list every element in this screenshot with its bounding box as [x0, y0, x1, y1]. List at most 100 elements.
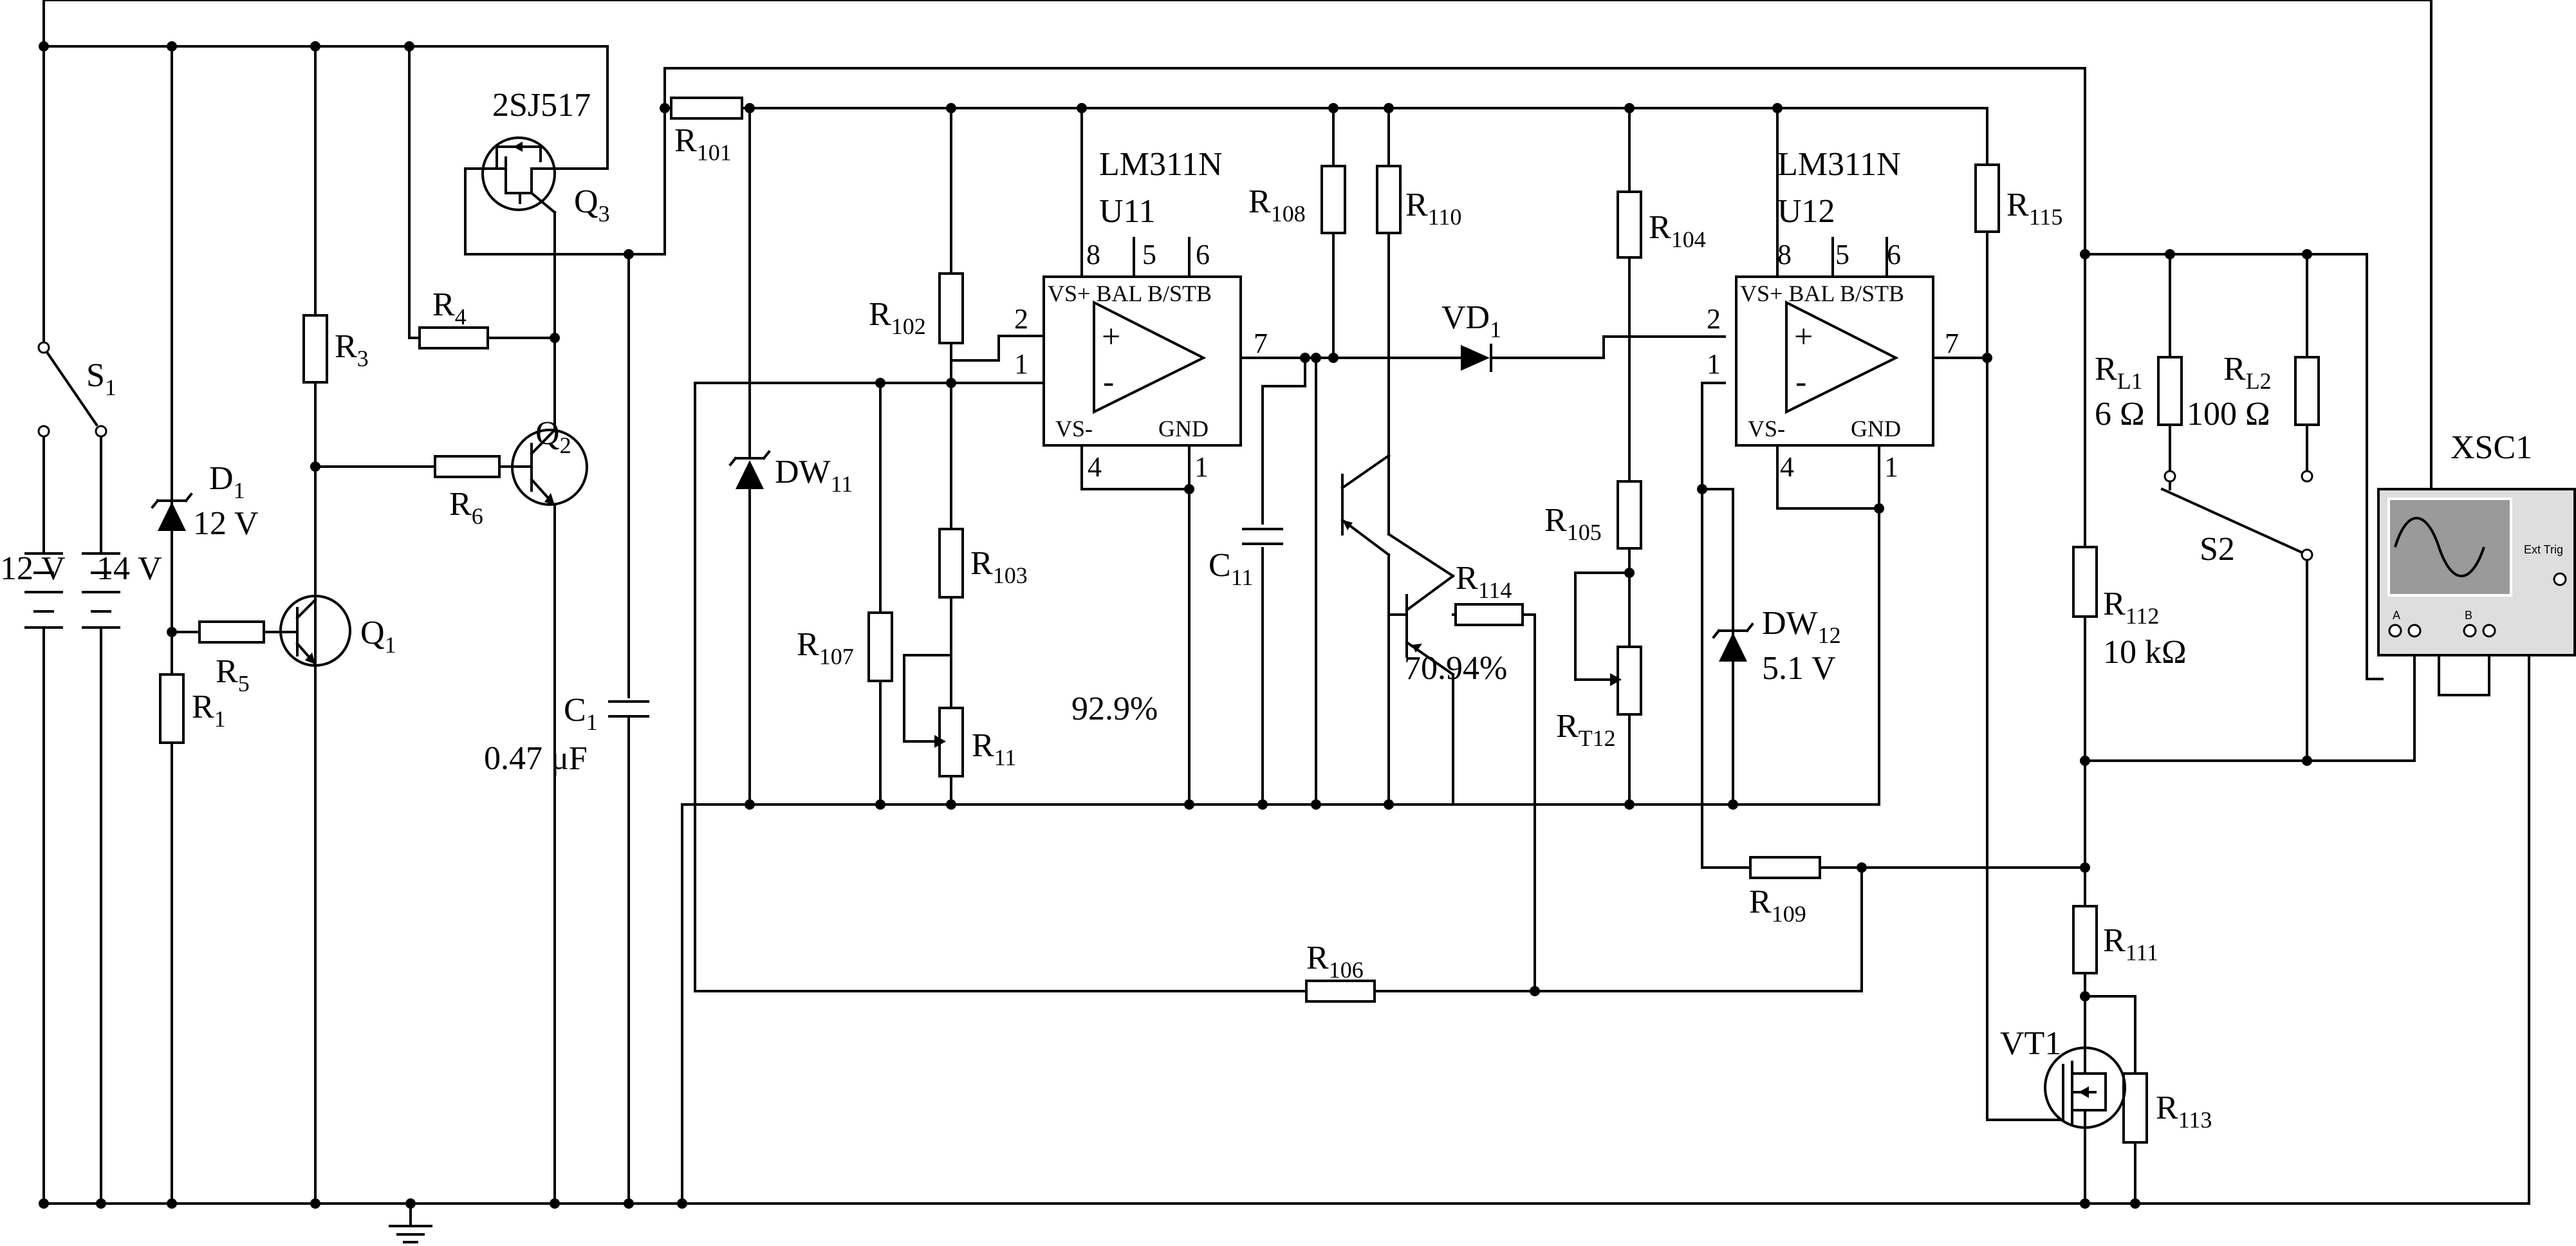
value-dw12: 5.1 V	[1762, 650, 1836, 687]
channel-a-negative-terminal[interactable]	[2407, 624, 2422, 638]
value-d1: 12 V	[193, 505, 259, 542]
r114-percent: 70.94%	[1404, 650, 1507, 687]
oscilloscope-xsc1[interactable]: XSC1 Ext Trig A B	[2377, 429, 2576, 656]
transistor-q1: Q1	[279, 595, 396, 667]
scope-screen	[2387, 497, 2512, 597]
svg-text:GND: GND	[1851, 416, 1901, 442]
svg-text:R115: R115	[2006, 187, 2062, 230]
svg-text:8: 8	[1777, 239, 1792, 270]
transistor-q2: Q2	[511, 415, 588, 507]
transistor-darlington	[1341, 474, 1422, 658]
svg-text:C11: C11	[1209, 547, 1253, 590]
capacitor-c11: C11	[1209, 525, 1283, 590]
svg-text:Q3: Q3	[574, 183, 610, 227]
svg-text:DW12: DW12	[1762, 605, 1841, 648]
svg-text:1: 1	[1707, 348, 1721, 380]
value-c1: 0.47 μF	[484, 740, 588, 777]
s2-label: S2	[2200, 531, 2235, 568]
xsc1-label: XSC1	[2451, 429, 2532, 466]
svg-text:VS+ BAL B/STB: VS+ BAL B/STB	[1740, 281, 1904, 306]
svg-text:R101: R101	[674, 122, 732, 165]
svg-text:1: 1	[1884, 451, 1898, 483]
svg-text:Q2: Q2	[535, 415, 571, 458]
resistor-r107: R107	[797, 611, 893, 682]
svg-text:R109: R109	[1749, 884, 1806, 927]
resistor-r108: R108	[1248, 165, 1346, 234]
svg-text:+: +	[1102, 319, 1120, 355]
u12-part: LM311N	[1777, 146, 1901, 183]
channel-b-label: B	[2465, 609, 2472, 622]
svg-text:R4: R4	[432, 286, 467, 330]
svg-text:R113: R113	[2156, 1090, 2212, 1133]
resistor-r106: R106	[1305, 940, 1376, 1003]
battery-12v-label: 12 V	[0, 550, 66, 587]
svg-text:R1: R1	[192, 689, 226, 732]
u12-ref: U12	[1777, 193, 1835, 230]
svg-text:GND: GND	[1158, 416, 1209, 442]
capacitor-c1: C1 0.47 μF	[484, 692, 649, 1205]
svg-text:R111: R111	[2103, 922, 2158, 965]
resistor-r111: R111	[2072, 905, 2158, 974]
svg-text:VD1: VD1	[1441, 299, 1501, 342]
svg-text:RL1: RL1	[2095, 351, 2143, 394]
comparator-u11: LM311N U11 8 5 6 VS+ BAL B/STB 2 1 7 + -…	[1014, 146, 1268, 483]
potentiometer-r11[interactable]: R11 92.9%	[934, 691, 1158, 777]
svg-text:R105: R105	[1544, 502, 1602, 545]
svg-text:R107: R107	[797, 626, 854, 669]
svg-text:R112: R112	[2103, 586, 2159, 629]
zener-dw11: DW11	[728, 450, 853, 497]
resistor-rl1: RL1 6 Ω	[2095, 351, 2183, 432]
svg-text:R11: R11	[972, 727, 1016, 770]
switch-s1[interactable]: S1	[37, 341, 116, 438]
resistor-r105: R105	[1544, 480, 1642, 550]
resistor-r114: R114 70.94%	[1404, 560, 1524, 687]
svg-text:RT12: RT12	[1556, 708, 1616, 751]
svg-text:+: +	[1794, 319, 1813, 355]
svg-text:1: 1	[1194, 451, 1209, 483]
vt1-label: VT1	[2000, 1025, 2061, 1062]
resistor-r1: R1	[159, 673, 226, 744]
resistor-r5: R5	[198, 620, 265, 696]
svg-text:R102: R102	[869, 296, 926, 339]
resistor-r109: R109	[1749, 856, 1821, 927]
diode-vd1: VD1	[1441, 299, 1501, 372]
r11-percent: 92.9%	[1071, 691, 1158, 727]
resistor-r113: R113	[2122, 1072, 2212, 1144]
label-s1: S1	[86, 357, 116, 400]
svg-text:Q1: Q1	[360, 615, 396, 658]
resistor-r112: R112 10 kΩ	[2072, 546, 2187, 671]
resistor-r115: R115	[1974, 163, 2062, 233]
svg-text:R6: R6	[449, 486, 483, 529]
u11-part: LM311N	[1099, 146, 1223, 183]
battery-14v-label: 14 V	[97, 550, 162, 587]
channel-a-terminal[interactable]	[2388, 624, 2402, 638]
svg-text:-: -	[1103, 364, 1114, 400]
resistor-r101: R101	[670, 97, 743, 165]
resistor-r103: R103	[938, 528, 1028, 599]
svg-text:R103: R103	[970, 545, 1028, 588]
resistor-r4: R4	[418, 286, 489, 349]
svg-text:R3: R3	[335, 328, 369, 371]
mosfet-q3-part: 2SJ517	[492, 87, 591, 124]
svg-text:7: 7	[1945, 328, 1959, 359]
comparator-u12: LM311N U12 8 5 6 VS+ BAL B/STB 2 1 7 + -…	[1707, 146, 1959, 483]
svg-text:2: 2	[1014, 303, 1028, 335]
resistor-r3: R3	[302, 314, 369, 384]
ext-trig-label: Ext Trig	[2524, 543, 2563, 556]
switch-s2[interactable]: S2	[2164, 470, 2313, 568]
zener-d1: D1 12 V	[151, 460, 259, 542]
resistor-r110: R110	[1376, 165, 1461, 234]
svg-text:4: 4	[1780, 451, 1794, 483]
svg-text:6: 6	[1887, 239, 1901, 270]
svg-text:8: 8	[1086, 239, 1100, 270]
potentiometer-rt12[interactable]: RT12	[1556, 646, 1642, 751]
channel-b-terminal[interactable]	[2463, 624, 2477, 638]
ext-trig-terminal[interactable]	[2553, 572, 2567, 586]
svg-text:6: 6	[1196, 239, 1210, 270]
svg-text:5: 5	[1835, 239, 1849, 270]
battery-12v: 12 V	[0, 550, 66, 629]
resistor-rl2: RL2 100 Ω	[2187, 351, 2320, 432]
svg-text:DW11: DW11	[775, 454, 853, 497]
channel-b-negative-terminal[interactable]	[2482, 624, 2496, 638]
